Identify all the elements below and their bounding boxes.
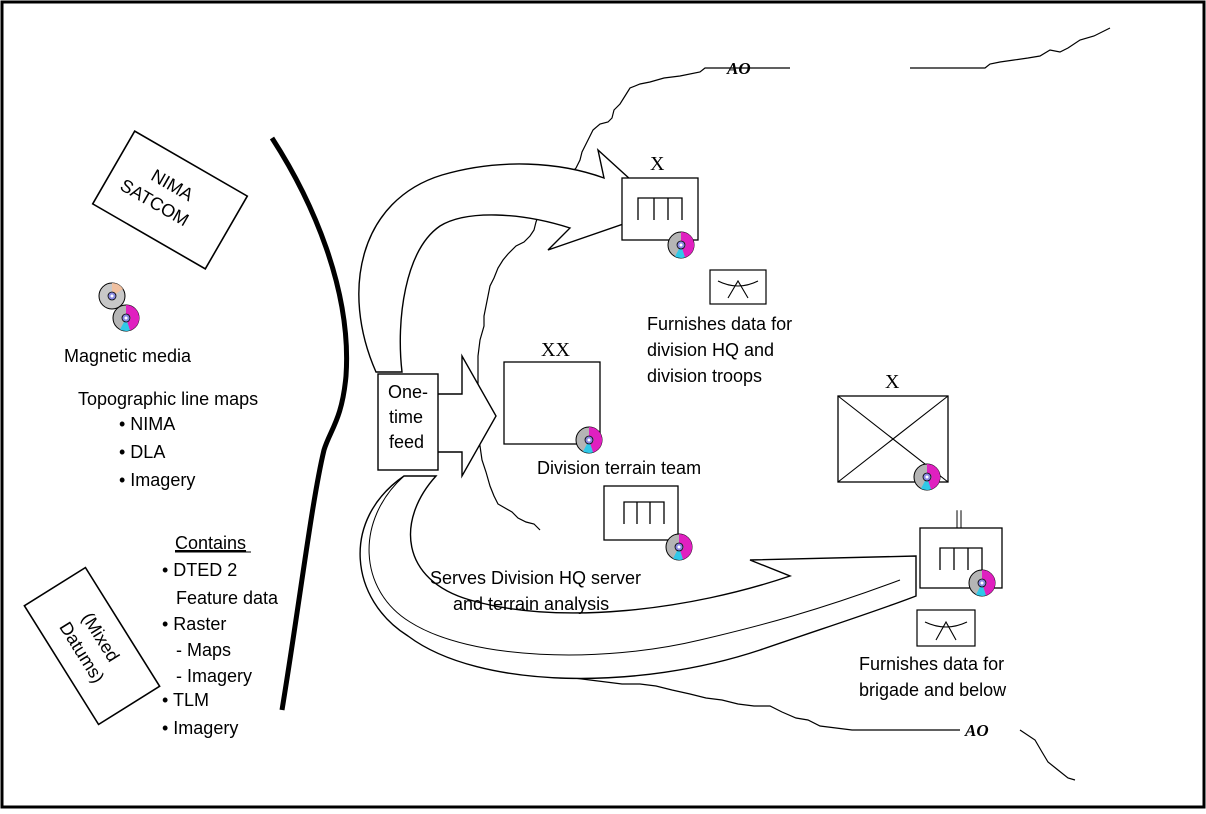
division-unit: XX xyxy=(503,339,603,454)
division-troops-line3: division troops xyxy=(647,366,762,386)
topographic-item-2: • DLA xyxy=(119,442,165,462)
brigade-right-disc-icon xyxy=(913,463,941,491)
ao-boundary-bottom xyxy=(547,671,1076,781)
ao-bottom-label: AO xyxy=(964,721,989,740)
contains-item-2: Feature data xyxy=(176,588,279,608)
ao-top-label: AO xyxy=(726,59,751,78)
contains-item-7: • Imagery xyxy=(162,718,238,738)
brigade-top-unit: X xyxy=(621,153,699,259)
contains-title: Contains xyxy=(175,533,246,553)
ao-boundary-top xyxy=(477,27,1111,531)
contains-item-1: • DTED 2 xyxy=(162,560,237,580)
brigade-top-disc-icon xyxy=(667,231,695,259)
arrow-to-brigade-right xyxy=(359,475,917,680)
division-terrain-team-label: Division terrain team xyxy=(537,458,701,478)
nima-satcom-box: NIMA SATCOM xyxy=(91,130,249,270)
source-bracket xyxy=(269,136,350,711)
serves-line1: Serves Division HQ server xyxy=(430,568,641,588)
mixed-datums-box: (Mixed Datums) xyxy=(23,566,161,726)
terrain-symbol-bottom xyxy=(916,609,976,647)
contains-item-3: • Raster xyxy=(162,614,226,634)
brigade-top-echelon: X xyxy=(650,153,665,175)
topographic-item-3: • Imagery xyxy=(119,470,195,490)
battalion-disc-icon xyxy=(968,569,996,597)
feed-line1: One- xyxy=(388,382,428,402)
division-support-disc-icon xyxy=(665,533,693,561)
brigade-below-line2: brigade and below xyxy=(859,680,1007,700)
serves-line2: and terrain analysis xyxy=(453,594,609,614)
arrow-to-brigade-top xyxy=(358,148,666,373)
contains-item-4: - Maps xyxy=(176,640,231,660)
feed-line2: time xyxy=(389,407,423,427)
division-echelon: XX xyxy=(541,339,570,361)
brigade-right-echelon: X xyxy=(885,371,900,393)
battalion-echelon: || xyxy=(955,507,963,529)
contains-item-5: - Imagery xyxy=(176,666,252,686)
division-troops-line1: Furnishes data for xyxy=(647,314,792,334)
terrain-symbol-top xyxy=(709,269,767,305)
brigade-below-line1: Furnishes data for xyxy=(859,654,1004,674)
battalion-unit: || xyxy=(919,507,1003,597)
magnetic-media-label: Magnetic media xyxy=(64,346,192,366)
one-time-feed-box: One- time feed xyxy=(377,373,439,471)
topographic-title: Topographic line maps xyxy=(78,389,258,409)
contains-item-6: • TLM xyxy=(162,690,209,710)
magnetic-media-icon xyxy=(98,282,140,332)
division-disc-icon xyxy=(575,426,603,454)
division-support-unit xyxy=(603,485,693,561)
brigade-right-unit: X xyxy=(837,371,949,491)
arrow-to-division xyxy=(435,353,497,479)
division-troops-line2: division HQ and xyxy=(647,340,774,360)
feed-line3: feed xyxy=(389,432,424,452)
topographic-item-1: • NIMA xyxy=(119,414,175,434)
